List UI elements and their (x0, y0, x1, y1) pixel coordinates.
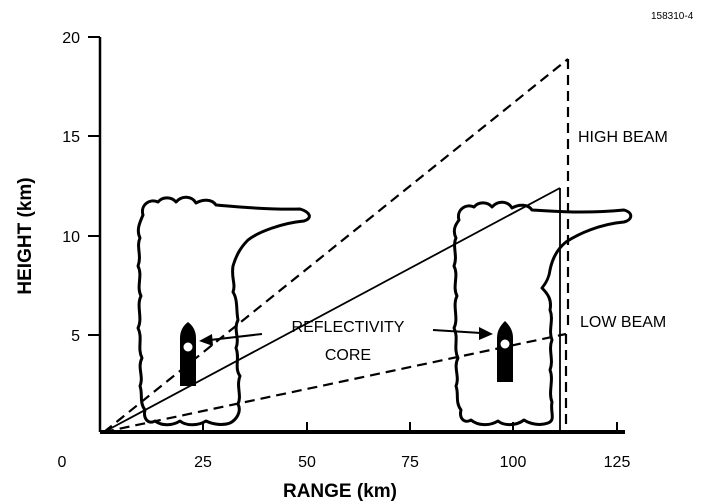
arrow-to-far-core-shaft (432, 329, 482, 334)
x-tick-label: 0 (58, 454, 67, 471)
reflectivity-core-label-line1: REFLECTIVITY (292, 319, 405, 336)
reflectivity-core-label-line2: CORE (325, 347, 371, 364)
low-beam-label: LOW BEAM (580, 314, 666, 331)
x-tick-label: 75 (401, 454, 419, 471)
near-storm-cloud (136, 195, 311, 427)
x-tick-label: 50 (298, 454, 316, 471)
y-tick-label: 15 (62, 129, 80, 146)
low-beam-upper-edge (103, 332, 567, 434)
y-tick-label: 20 (62, 30, 80, 47)
y-tick-label: 10 (62, 229, 80, 246)
near-reflectivity-core (180, 322, 196, 386)
x-axis-title: RANGE (km) (283, 481, 397, 502)
core-arrows (199, 327, 493, 346)
high-beam-label: HIGH BEAM (578, 129, 668, 146)
arrow-to-near-core-head (199, 334, 213, 346)
x-tick-label: 25 (194, 454, 212, 471)
figure-id: 158310-4 (651, 11, 694, 22)
arrow-to-near-core-shaft (209, 333, 263, 341)
y-tick-label: 5 (71, 328, 80, 345)
reflectivity-cores (180, 321, 513, 386)
x-tick-label: 100 (500, 454, 527, 471)
beam-center-line (103, 187, 561, 433)
arrow-to-far-core-head (479, 327, 493, 340)
far-reflectivity-core (497, 321, 513, 382)
storm-clouds (136, 195, 633, 427)
x-tick-label: 125 (604, 454, 631, 471)
y-axis-title: HEIGHT (km) (15, 177, 36, 294)
